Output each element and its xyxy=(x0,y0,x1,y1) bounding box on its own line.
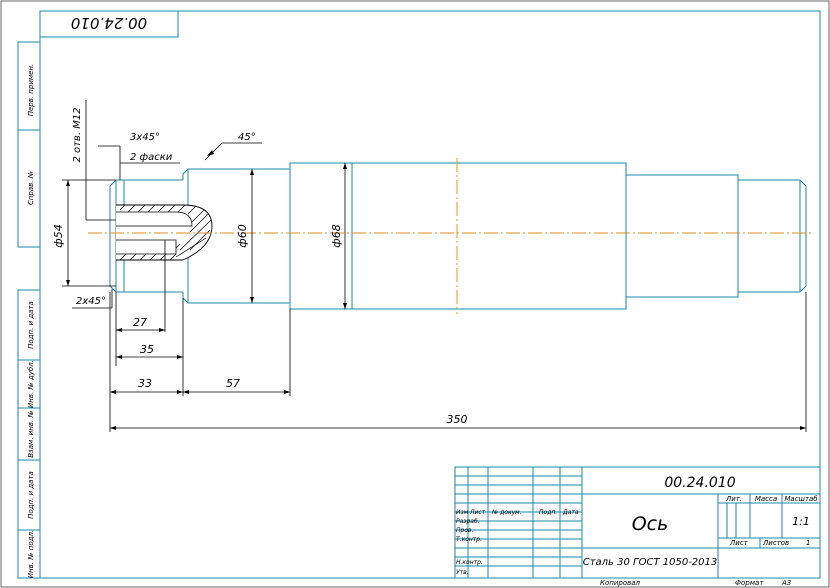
role-list: Лист xyxy=(469,509,486,516)
dim-d68: ф68 xyxy=(330,224,343,247)
dim-d54: ф54 xyxy=(52,224,65,247)
drawing-frame xyxy=(39,10,821,579)
note-chamfer-3x45: 3х45° xyxy=(130,132,160,143)
label-sheets: Листов xyxy=(762,539,789,547)
stamp-podp-data-2: Подп. и дата xyxy=(27,471,35,519)
stamp-podp-data-1: Подп. и дата xyxy=(27,301,35,349)
part-name: Ось xyxy=(632,513,669,535)
stamp-inv-dubl: Инв. № дубл. xyxy=(27,360,35,408)
stamp-inv-podl: Инв. № подл. xyxy=(27,530,35,578)
label-letter: Лит. xyxy=(725,495,742,503)
dim-d60: ф60 xyxy=(236,224,249,247)
note-angle-45: 45° xyxy=(238,132,256,143)
row-utv: Утв. xyxy=(456,569,469,576)
stamp-vzam-inv: Взам. инв. № xyxy=(27,410,35,458)
title-code: 00.24.010 xyxy=(664,475,735,491)
stamp-perv-primen: Перв. примен. xyxy=(27,64,35,117)
role-date: Дата xyxy=(562,509,579,516)
hole-section xyxy=(116,204,213,261)
drawing-code-rotated: 00.24.010 xyxy=(71,14,147,32)
dim-len350: 350 xyxy=(447,413,468,426)
role-sign: Подп. xyxy=(539,509,557,516)
dim-len27: 27 xyxy=(133,316,147,329)
row-tkontr: Т.контр. xyxy=(456,536,482,543)
label-scale: Масштаб xyxy=(784,495,818,503)
row-razrab: Разраб. xyxy=(456,518,480,525)
note-holes-m12: 2 отв. М12 xyxy=(72,107,83,162)
dim-len35: 35 xyxy=(140,343,154,356)
row-nkontr: Н.контр. xyxy=(456,559,483,566)
dimensions: ф54 ф60 ф68 27 35 33 57 xyxy=(52,100,807,432)
caption-format: Формат xyxy=(735,579,764,587)
title-block: 00.24.010 Ось Сталь 30 ГОСТ 1050-2013 Ли… xyxy=(454,466,821,579)
note-chamfer-2x45: 2х45° xyxy=(76,296,106,307)
note-chamfers-2: 2 фаски xyxy=(130,152,173,163)
code-box-top xyxy=(39,10,179,38)
shaft-outline xyxy=(109,162,807,310)
label-mass: Масса xyxy=(755,495,777,503)
role-doc: № докум. xyxy=(491,509,522,516)
dim-len57: 57 xyxy=(226,377,240,390)
row-prov: Пров. xyxy=(456,527,474,534)
stamp-sprav-no: Справ. № xyxy=(27,171,35,205)
caption-copied: Копировал xyxy=(600,579,641,587)
caption-format-value: A3 xyxy=(781,579,791,587)
sheets-value: 1 xyxy=(806,539,810,547)
role-izm: Изм xyxy=(456,509,469,516)
scale-value: 1:1 xyxy=(792,515,810,528)
side-stamp: Перв. примен. Справ. № Подп. и дата Инв.… xyxy=(17,41,41,579)
label-sheet: Лист xyxy=(729,539,749,547)
dim-len33: 33 xyxy=(138,377,152,390)
material: Сталь 30 ГОСТ 1050-2013 xyxy=(583,557,718,568)
